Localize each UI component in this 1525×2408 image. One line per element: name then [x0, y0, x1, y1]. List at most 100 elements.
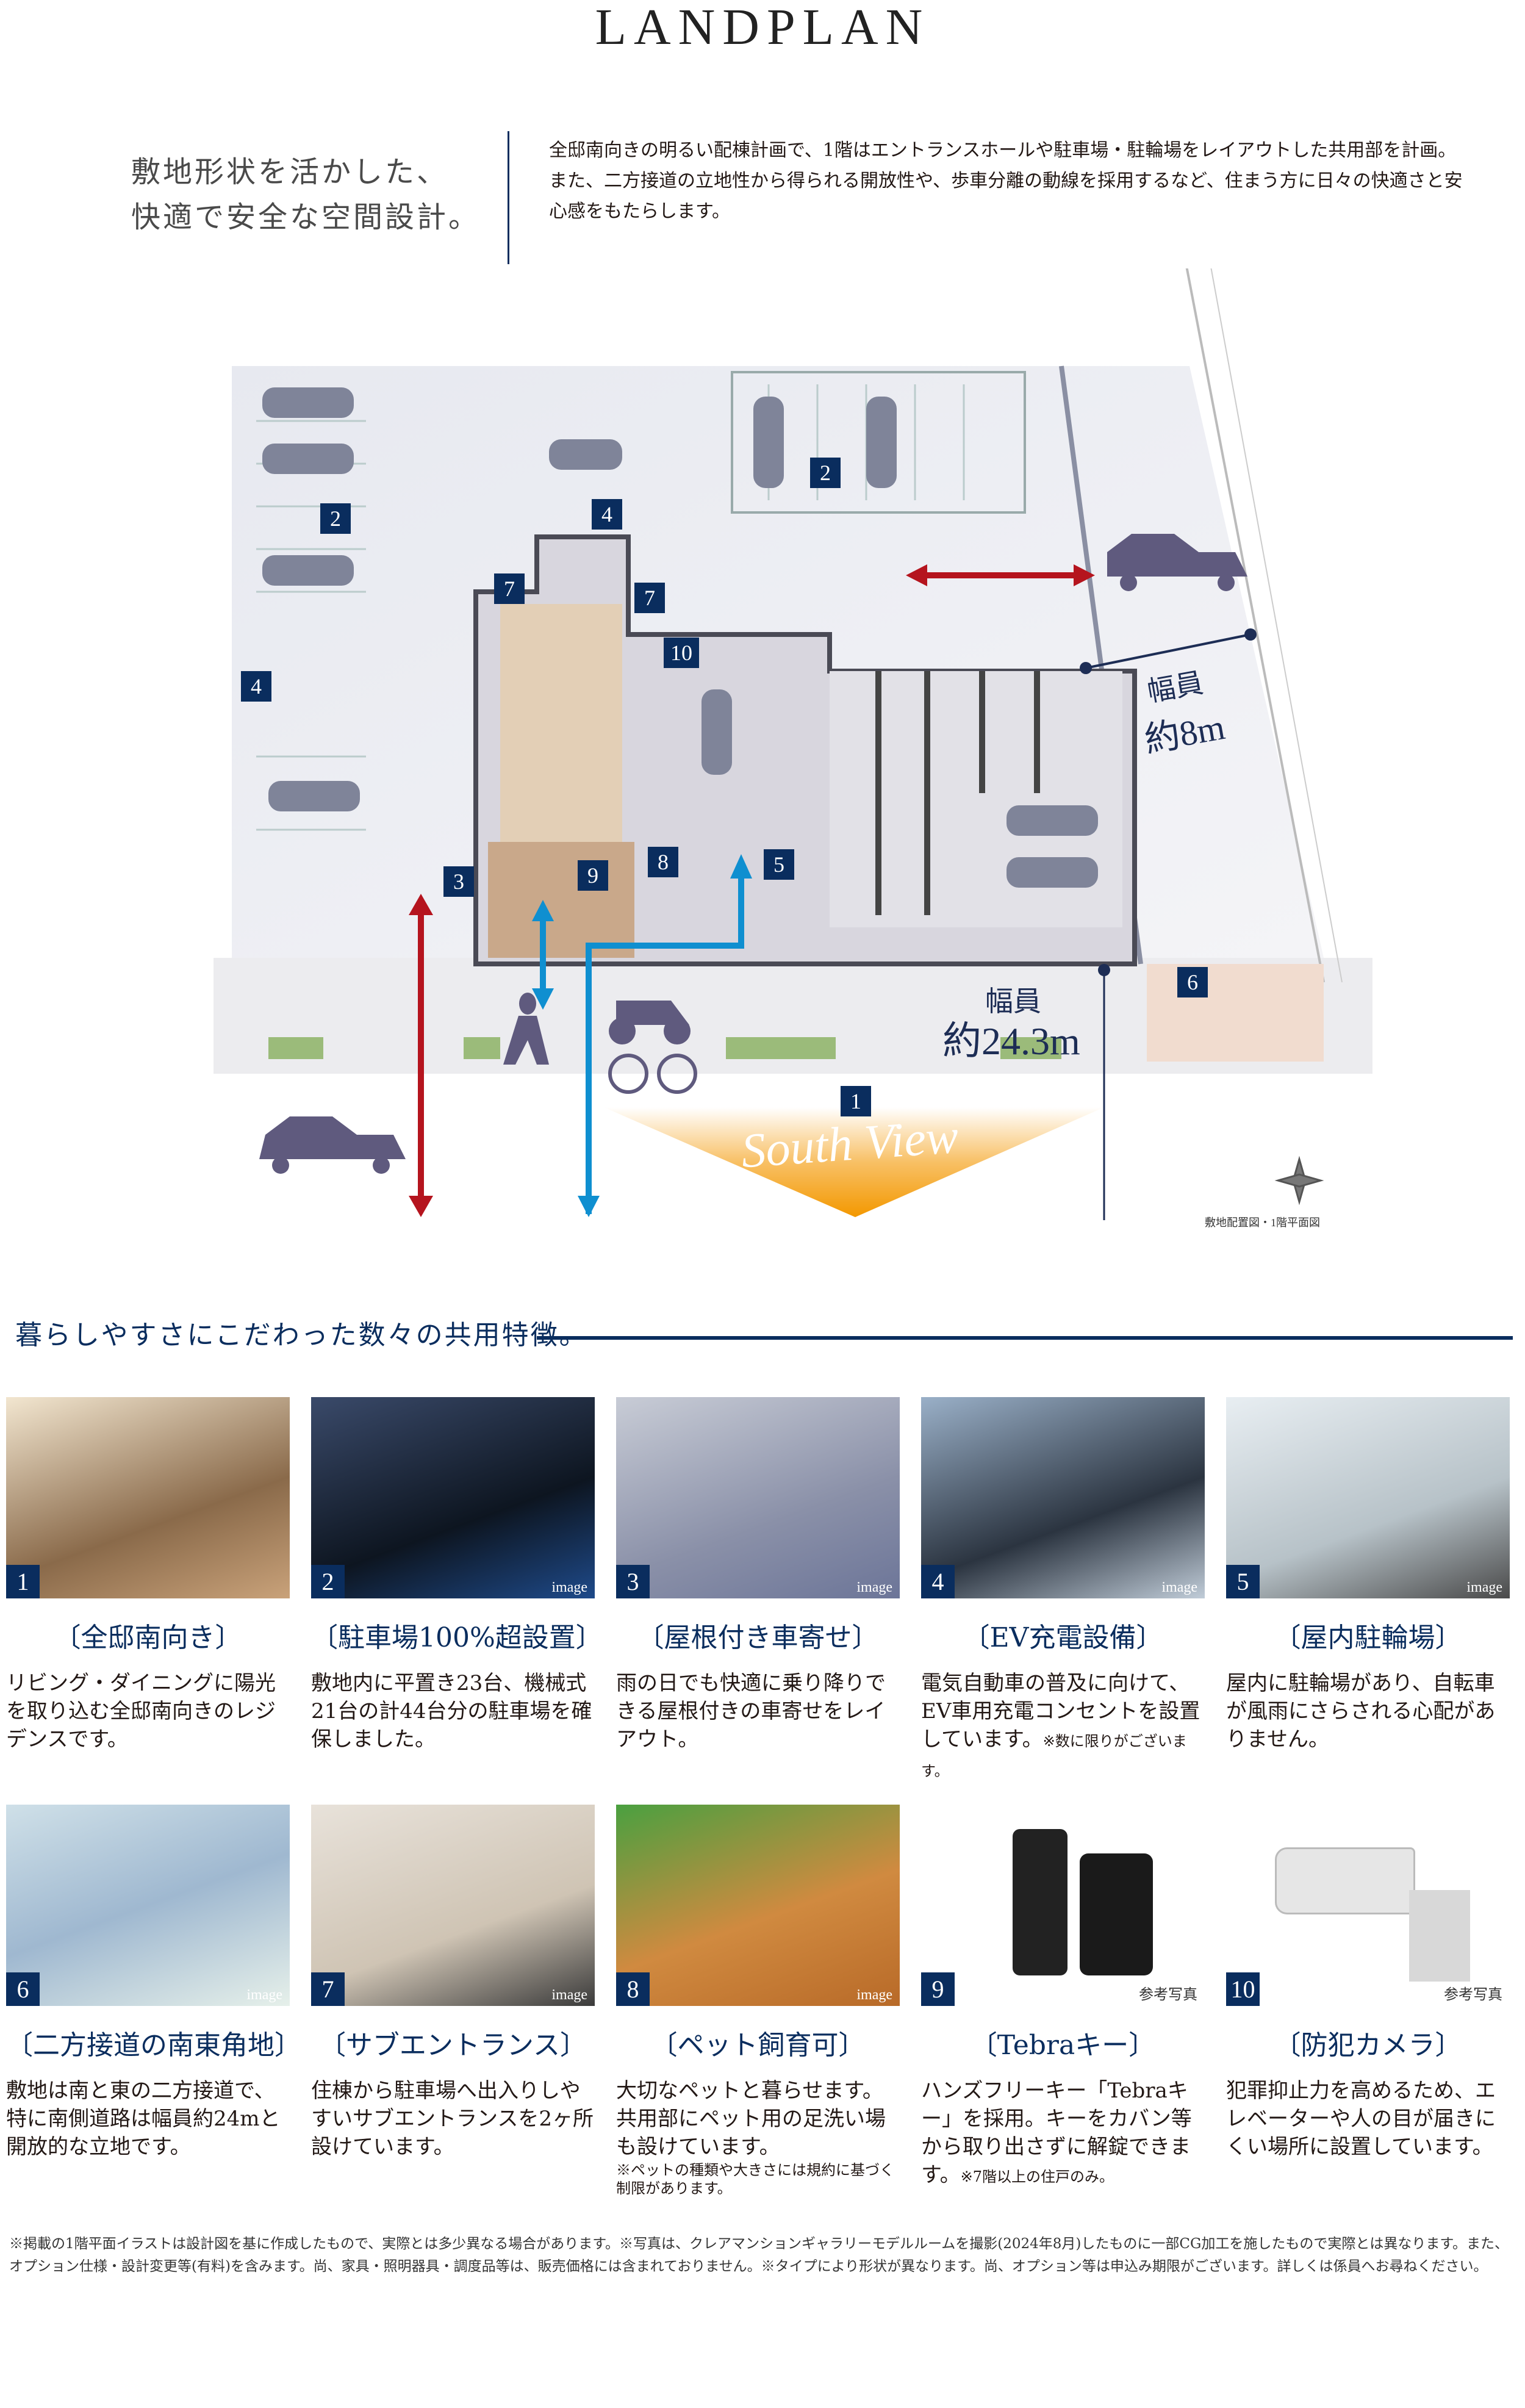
feature-text: 大切なペットと暮らせます。共用部にペット用の足洗い場も設けています。 — [616, 2079, 886, 2159]
feature-number-badge: 1 — [6, 1565, 40, 1598]
feature-title: 〔全邸南向き〕 — [54, 1622, 242, 1653]
south-road-width-label: 幅員 — [985, 986, 1041, 1017]
intro-text: 全邸南向きの明るい配棟計画で、1階はエントランスホールや駐車場・駐輪場をレイアウ… — [549, 135, 1464, 227]
photo-caption: image — [1466, 1580, 1502, 1595]
south-road-width-value: 約24.3m — [942, 1019, 1080, 1063]
feature-description: 敷地内に平置き23台、機械式21台の計44台分の駐車場を確保しました。 — [311, 1669, 595, 1753]
feature-photo: 10 参考写真 — [1226, 1805, 1510, 2006]
feature-note: ※7階以上の住戸のみ。 — [960, 2168, 1114, 2185]
features-heading: 暮らしやすさにこだわった数々の共用特徴。 — [15, 1320, 588, 1351]
key-fob-icon — [1013, 1829, 1068, 1975]
photo-caption: image — [856, 1987, 892, 2003]
feature-photo: 2 image — [311, 1397, 595, 1598]
feature-text: 犯罪抑止力を高めるため、エレベーターや人の目が届きにくい場所に設置しています。 — [1226, 2079, 1496, 2159]
photo-caption: image — [1161, 1580, 1197, 1595]
feature-card: 10 参考写真 〔防犯カメラ〕 犯罪抑止力を高めるため、エレベーターや人の目が届… — [1226, 1805, 1510, 2161]
page-title: LANDPLAN — [595, 0, 930, 56]
footnote: ※掲載の1階平面イラストは設計図を基に作成したもので、実際とは多少異なる場合があ… — [9, 2236, 1509, 2274]
photo-caption: 参考写真 — [1139, 1987, 1197, 2003]
photo-caption: image — [246, 1987, 282, 2003]
feature-title: 〔EV充電設備〕 — [963, 1622, 1163, 1653]
feature-photo: 9 参考写真 — [921, 1805, 1205, 2006]
feature-photo: 6 image — [6, 1805, 290, 2006]
map-badge: 8 — [648, 847, 678, 877]
site-plan-map: 2 4 2 4 7 7 10 3 9 8 5 6 1 幅員 約8m 幅員 約24… — [0, 250, 1525, 1257]
divider — [508, 131, 509, 264]
heading-rule — [537, 1336, 1513, 1340]
map-badge: 4 — [241, 671, 271, 702]
feature-text: 敷地内に平置き23台、機械式21台の計44台分の駐車場を確保しました。 — [311, 1671, 592, 1752]
feature-card: 7 image 〔サブエントランス〕 住棟から駐車場へ出入りしやすいサブエントラ… — [311, 1805, 595, 2161]
feature-card: 4 image 〔EV充電設備〕 電気自動車の普及に向けて、EV車用充電コンセン… — [921, 1397, 1205, 1785]
feature-description: リビング・ダイニングに陽光を取り込む全邸南向きのレジデンスです。 — [6, 1669, 290, 1753]
feature-text: 敷地は南と東の二方接道で、特に南側道路は幅員約24mと開放的な立地です。 — [6, 2079, 281, 2159]
map-badge: 4 — [592, 499, 622, 530]
feature-title: 〔防犯カメラ〕 — [1274, 2030, 1462, 2061]
feature-number-badge: 7 — [311, 1972, 345, 2006]
feature-card: 9 参考写真 〔Tebraキー〕 ハンズフリーキー「Tebraキー」を採用。キー… — [921, 1805, 1205, 2191]
feature-note: ※数に限りがございます。 — [921, 1733, 1187, 1780]
feature-photo: 1 — [6, 1397, 290, 1598]
feature-text: 屋内に駐輪場があり、自転車が風雨にさらされる心配がありません。 — [1226, 1671, 1496, 1752]
feature-card: 5 image 〔屋内駐輪場〕 屋内に駐輪場があり、自転車が風雨にさらされる心配… — [1226, 1397, 1510, 1753]
security-camera-icon — [1275, 1847, 1415, 1914]
site-plan-illustration — [214, 250, 1372, 1220]
feature-text: ハンズフリーキー「Tebraキー」を採用。キーをカバン等から取り出さずに解錠でき… — [921, 2079, 1192, 2187]
feature-card: 8 image 〔ペット飼育可〕 大切なペットと暮らせます。共用部にペット用の足… — [616, 1805, 900, 2198]
feature-description: 犯罪抑止力を高めるため、エレベーターや人の目が届きにくい場所に設置しています。 — [1226, 2077, 1510, 2161]
feature-number-badge: 2 — [311, 1565, 345, 1598]
feature-number-badge: 3 — [616, 1565, 650, 1598]
feature-photo: 8 image — [616, 1805, 900, 2006]
feature-title: 〔駐車場100%超設置〕 — [311, 1622, 603, 1653]
photo-caption: image — [551, 1987, 587, 2003]
feature-number-badge: 10 — [1226, 1972, 1260, 2006]
feature-title: 〔サブエントランス〕 — [318, 2030, 587, 2061]
feature-card: 6 image 〔二方接道の南東角地〕 敷地は南と東の二方接道で、特に南側道路は… — [6, 1805, 301, 2161]
feature-title: 〔ペット飼育可〕 — [650, 2030, 866, 2061]
map-badge: 7 — [634, 583, 665, 613]
feature-card: 1 〔全邸南向き〕 リビング・ダイニングに陽光を取り込む全邸南向きのレジデンスで… — [6, 1397, 290, 1753]
feature-text: リビング・ダイニングに陽光を取り込む全邸南向きのレジデンスです。 — [6, 1671, 276, 1752]
feature-title: 〔Tebraキー〕 — [970, 2030, 1156, 2061]
map-caption: 敷地配置図・1階平面図 — [1205, 1217, 1320, 1229]
feature-description: 住棟から駐車場へ出入りしやすいサブエントランスを2ヶ所設けています。 — [311, 2077, 595, 2161]
feature-photo: 5 image — [1226, 1397, 1510, 1598]
feature-number-badge: 5 — [1226, 1565, 1260, 1598]
map-badge: 2 — [320, 503, 351, 534]
feature-description: 屋内に駐輪場があり、自転車が風雨にさらされる心配がありません。 — [1226, 1669, 1510, 1753]
compass-icon — [1274, 1155, 1324, 1206]
feature-text: 住棟から駐車場へ出入りしやすいサブエントランスを2ヶ所設けています。 — [311, 2079, 594, 2159]
lead-heading: 敷地形状を活かした、 快適で安全な空間設計。 — [131, 155, 481, 234]
feature-title: 〔二方接道の南東角地〕 — [6, 2030, 301, 2061]
feature-description: ハンズフリーキー「Tebraキー」を採用。キーをカバン等から取り出さずに解錠でき… — [921, 2077, 1205, 2191]
photo-caption: image — [551, 1580, 587, 1595]
feature-card: 2 image 〔駐車場100%超設置〕 敷地内に平置き23台、機械式21台の計… — [311, 1397, 603, 1753]
map-badge: 10 — [664, 638, 699, 668]
map-badge: 3 — [443, 866, 474, 897]
feature-number-badge: 8 — [616, 1972, 650, 2006]
feature-photo: 4 image — [921, 1397, 1205, 1598]
map-badge: 2 — [810, 458, 841, 488]
feature-photo: 3 image — [616, 1397, 900, 1598]
feature-text: 雨の日でも快適に乗り降りできる屋根付きの車寄せをレイアウト。 — [616, 1671, 886, 1752]
feature-card: 3 image 〔屋根付き車寄せ〕 雨の日でも快適に乗り降りできる屋根付きの車寄… — [616, 1397, 900, 1753]
feature-title: 〔屋内駐輪場〕 — [1274, 1622, 1462, 1653]
photo-caption: 参考写真 — [1444, 1987, 1502, 2003]
feature-text: 電気自動車の普及に向けて、EV車用充電コンセントを設置しています。 — [921, 1671, 1200, 1752]
feature-note: ※ペットの種類や大きさには規約に基づく制限があります。 — [616, 2162, 894, 2197]
map-badge: 6 — [1177, 967, 1208, 997]
feature-description: 敷地は南と東の二方接道で、特に南側道路は幅員約24mと開放的な立地です。 — [6, 2077, 290, 2161]
intro-paragraph: 全邸南向きの明るい配棟計画で、1階はエントランスホールや駐車場・駐輪場をレイアウ… — [549, 140, 1457, 161]
feature-description: 電気自動車の普及に向けて、EV車用充電コンセントを設置しています。※数に限りがご… — [921, 1669, 1205, 1785]
feature-number-badge: 9 — [921, 1972, 955, 2006]
map-badge: 5 — [764, 849, 794, 880]
feature-description: 大切なペットと暮らせます。共用部にペット用の足洗い場も設けています。※ペットの種… — [616, 2077, 900, 2198]
intro-paragraph: また、二方接道の立地性から得られる開放性や、歩車分離の動線を採用するなど、住まう… — [549, 170, 1463, 222]
feature-description: 雨の日でも快適に乗り降りできる屋根付きの車寄せをレイアウト。 — [616, 1669, 900, 1753]
feature-title: 〔屋根付き車寄せ〕 — [637, 1622, 879, 1653]
map-badge: 9 — [578, 860, 608, 891]
photo-caption: image — [856, 1580, 892, 1595]
feature-photo: 7 image — [311, 1805, 595, 2006]
feature-number-badge: 4 — [921, 1565, 955, 1598]
feature-number-badge: 6 — [6, 1972, 40, 2006]
